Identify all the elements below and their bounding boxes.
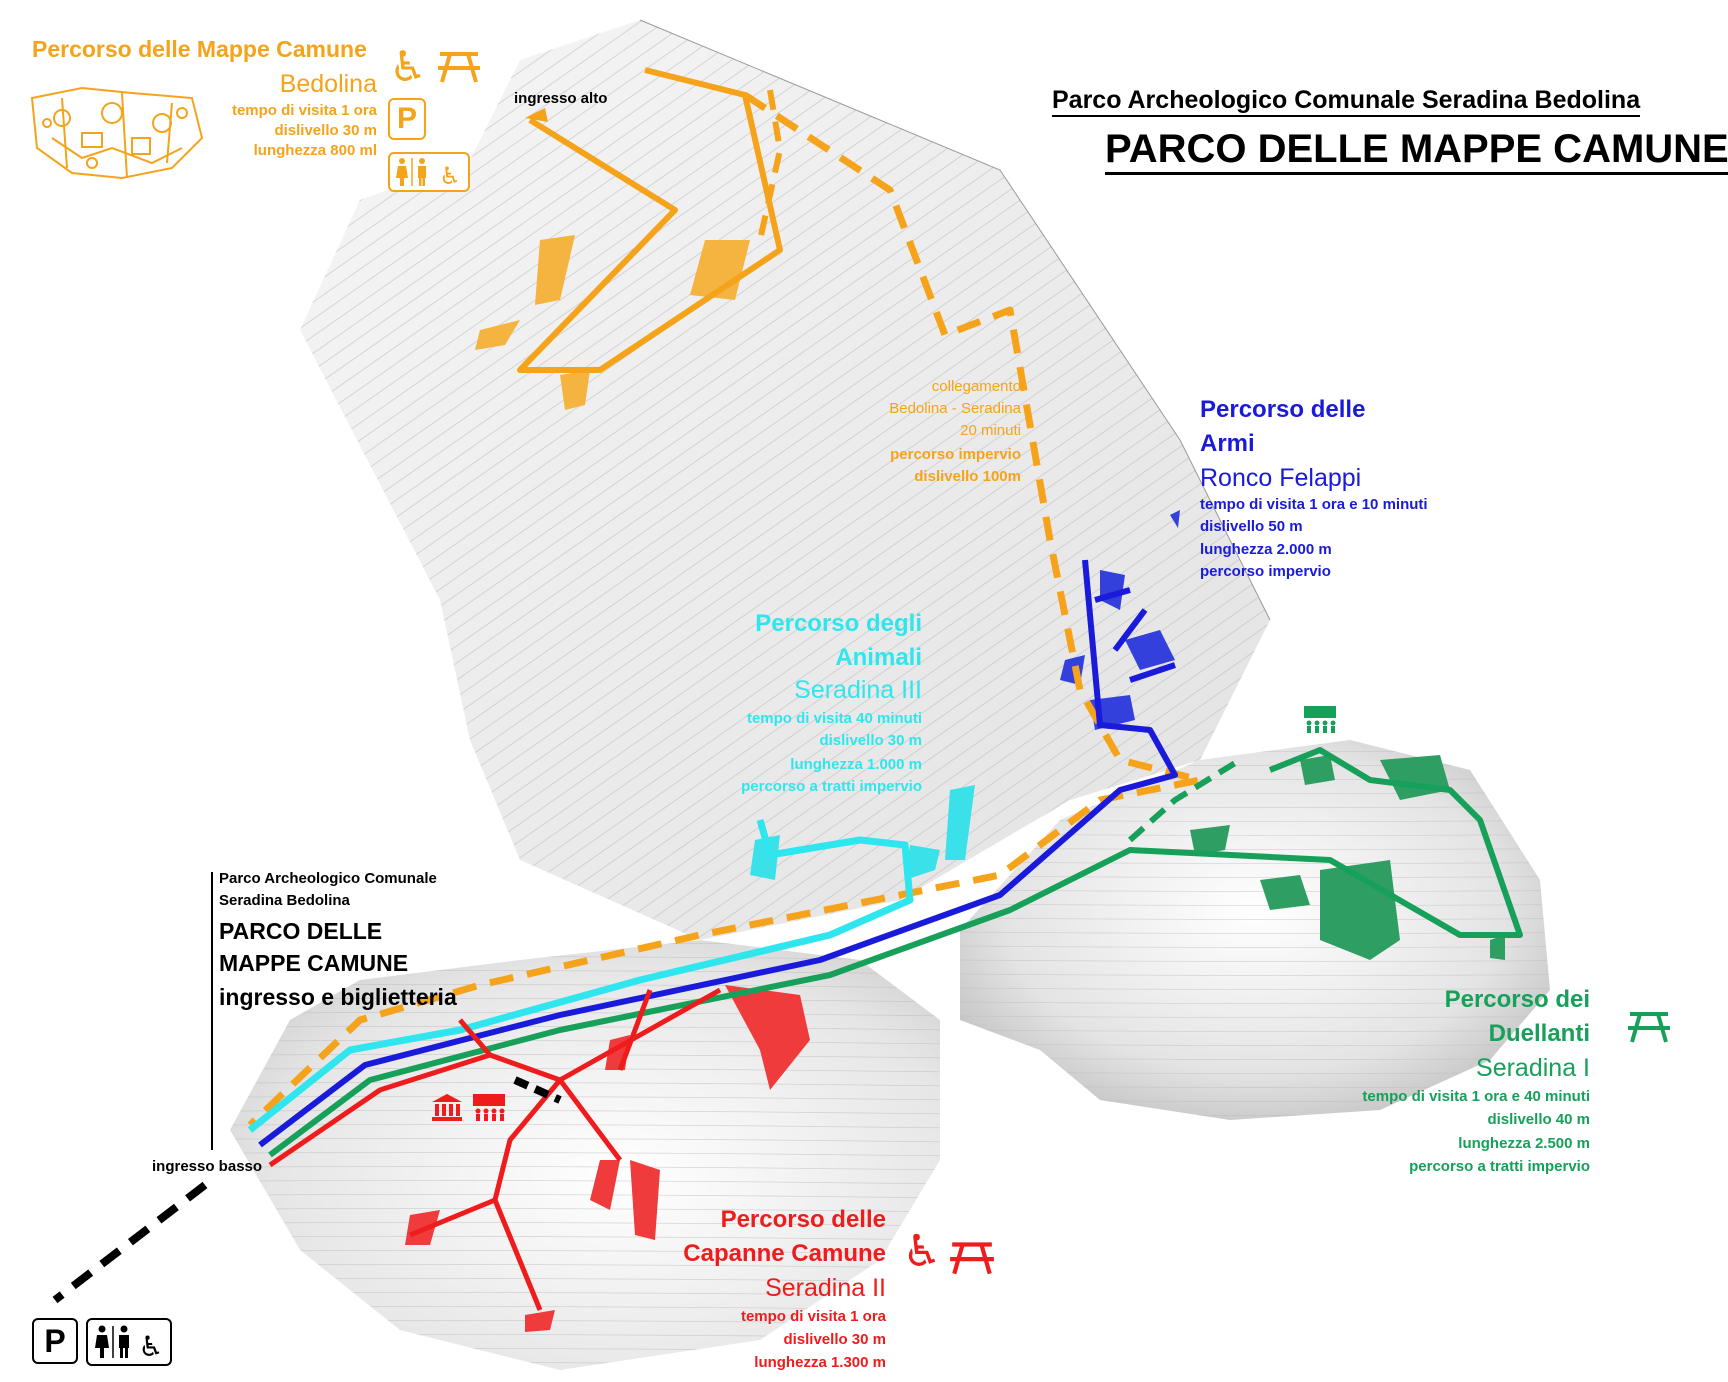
svg-text:♿: ♿ (138, 1330, 163, 1363)
rocks-animali (750, 785, 975, 880)
lower-entrance-label: ingresso basso (152, 1158, 263, 1175)
picnic-icon-capanne (950, 1242, 994, 1275)
group-shelter-icon-capanne (473, 1094, 505, 1121)
route-animali-title-2: Animali (835, 644, 922, 671)
trail-duellanti (268, 747, 1523, 1158)
upper-entrance-label: ingresso alto (514, 90, 608, 107)
picnic-icon-duellanti (1628, 1012, 1670, 1043)
route-duellanti-length: lunghezza 2.500 m (1458, 1135, 1590, 1152)
route-mappe-site: Bedolina (279, 70, 377, 98)
route-mappe-title: Percorso delle Mappe Camune (32, 36, 367, 62)
bedolina-map-icon (30, 86, 204, 180)
trail-armi (258, 559, 1178, 1148)
entrance-sign-line1: Parco Archeologico Comunale (219, 870, 437, 887)
route-duellanti-title-1: Percorso dei (1444, 986, 1590, 1013)
route-mappe-elevation: dislivello 30 m (274, 122, 377, 139)
route-armi-title-2: Armi (1200, 430, 1255, 457)
trail-capanne (268, 987, 722, 1311)
route-animali-note: percorso a tratti impervio (741, 778, 922, 795)
route-animali-site: Seradina III (794, 676, 922, 704)
upper-entrance-arrow (525, 108, 548, 122)
entrance-sign-line2: Seradina Bedolina (219, 892, 350, 909)
museum-icon (432, 1094, 462, 1121)
toilets-icon: ♿ (388, 152, 470, 192)
rocks-duellanti (1190, 755, 1505, 960)
route-duellanti-title-2: Duellanti (1488, 1020, 1590, 1047)
trails (52, 67, 1523, 1311)
wheelchair-icon: ♿ (389, 42, 427, 90)
route-capanne-title-1: Percorso delle (720, 1206, 886, 1233)
page-title: PARCO DELLE MAPPE CAMUNE (1105, 126, 1728, 175)
route-mappe-time: tempo di visita 1 ora (231, 102, 377, 119)
wheelchair-icon-capanne: ♿ (902, 1226, 942, 1276)
route-armi-site: Ronco Felappi (1200, 464, 1362, 492)
route-duellanti-site: Seradina I (1476, 1054, 1590, 1082)
connection-line1: collegamento (931, 378, 1021, 395)
route-armi-length: lunghezza 2.000 m (1200, 541, 1332, 558)
connection-line4: percorso impervio (890, 446, 1021, 463)
route-armi-title-1: Percorso delle (1200, 396, 1366, 423)
route-animali-time: tempo di visita 40 minuti (746, 710, 922, 727)
parking-icon-lower: P (32, 1318, 78, 1364)
route-duellanti-note: percorso a tratti impervio (1409, 1158, 1590, 1175)
route-capanne-site: Seradina II (765, 1274, 886, 1302)
terrain-edge (639, 19, 1271, 621)
connection-line5: dislivello 100m (914, 468, 1021, 485)
parking-icon: P (388, 98, 426, 140)
route-animali-title-1: Percorso degli (755, 610, 922, 637)
entrance-sign-subtitle: ingresso e biglietteria (219, 984, 457, 1010)
route-armi-time: tempo di visita 1 ora e 10 minuti (1200, 496, 1428, 513)
route-animali-length: lunghezza 1.000 m (790, 756, 922, 773)
route-capanne-elevation: dislivello 30 m (783, 1331, 886, 1348)
picnic-icon (438, 52, 480, 83)
route-armi-elevation: dislivello 50 m (1200, 518, 1303, 535)
route-animali-elevation: dislivello 30 m (819, 732, 922, 749)
route-mappe-length: lunghezza 800 ml (253, 142, 377, 159)
route-duellanti-elevation: dislivello 40 m (1487, 1111, 1590, 1128)
trail-lower-access (52, 1181, 208, 1304)
trail-animali (247, 819, 914, 1133)
route-armi-note: percorso impervio (1200, 563, 1331, 580)
entrance-sign-title-2: MAPPE CAMUNE (219, 950, 409, 976)
route-duellanti-time: tempo di visita 1 ora e 40 minuti (1362, 1088, 1590, 1105)
route-capanne-length: lunghezza 1.300 m (754, 1354, 886, 1371)
svg-text:♿: ♿ (439, 162, 461, 190)
connection-line3: 20 minuti (960, 422, 1021, 439)
toilets-icon-lower: ♿ (86, 1318, 172, 1366)
park-name-header: Parco Archeologico Comunale Seradina Bed… (1052, 86, 1641, 117)
route-capanne-time: tempo di visita 1 ora (740, 1308, 886, 1325)
entrance-sign-title-1: PARCO DELLE (219, 918, 383, 944)
group-shelter-icon-duellanti (1304, 706, 1336, 733)
route-capanne-title-2: Capanne Camune (683, 1240, 886, 1267)
rocks-capanne (405, 985, 810, 1332)
connection-line2: Bedolina - Seradina (889, 400, 1021, 417)
rocks-bedolina (475, 235, 750, 410)
